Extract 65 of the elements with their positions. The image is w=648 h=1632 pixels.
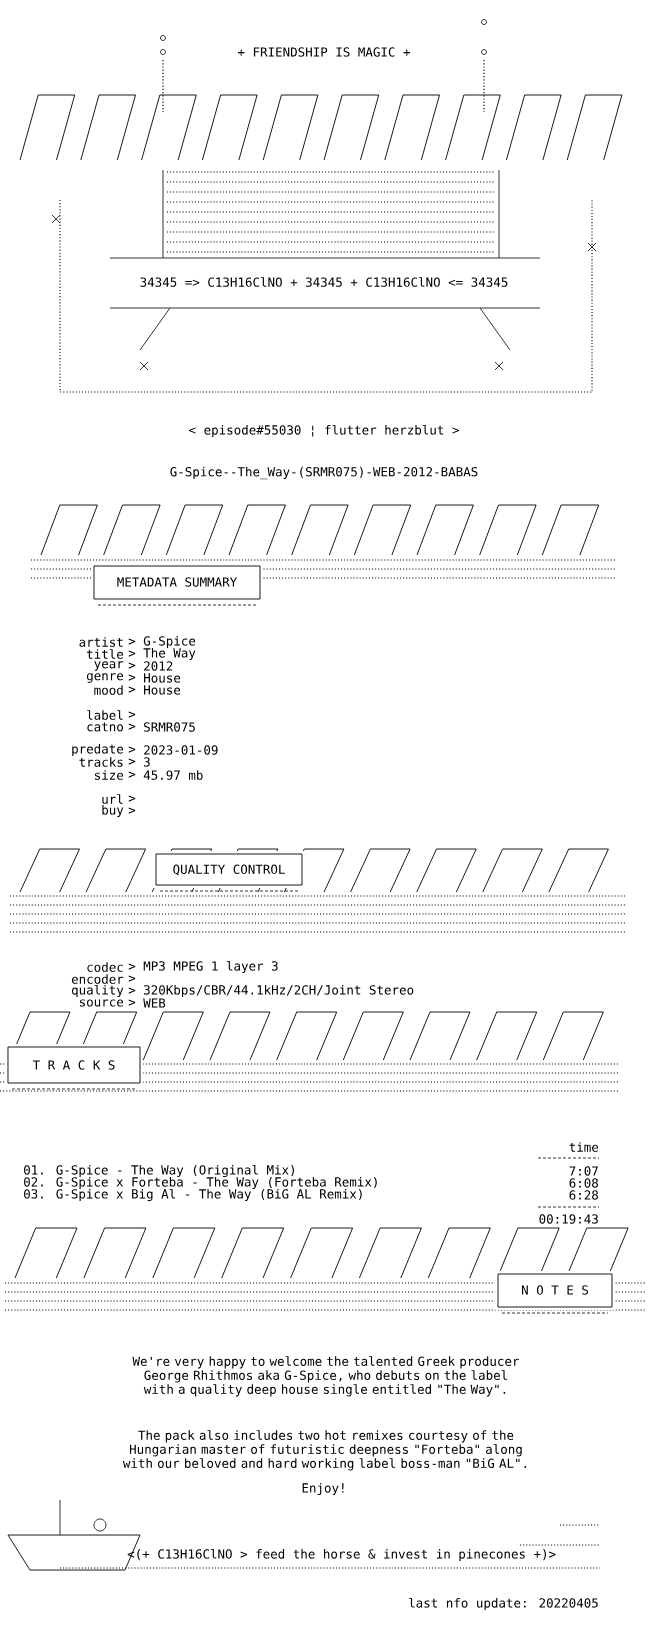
field-name: title [86, 649, 124, 659]
episode-line: < episode#55030 ¦ flutter herzblut > [189, 424, 459, 438]
field-separator: > [128, 771, 136, 778]
update-note: last nfo update: 20220405 [409, 1597, 598, 1611]
field-name: label [87, 710, 123, 720]
track-time: 7:07 [569, 1166, 598, 1176]
field-name: mood [94, 685, 123, 695]
field-separator: > [128, 686, 136, 693]
track-title: 01. G-Spice - The Way (Original Mix) [24, 1164, 294, 1178]
field-name: buy [102, 804, 124, 818]
field-separator: > [128, 746, 136, 753]
field-value: 320Kbps/CBR/44.1kHz/2CH/Joint Stereo [144, 984, 414, 998]
field-value: 2012 [144, 661, 173, 671]
field-name: catno [87, 722, 123, 732]
field-value: G-Spice [143, 635, 196, 649]
formula-line: 34345 => C13H16ClNO + 34345 + C13H16ClNO <= 34345 [140, 277, 508, 287]
section-heading: QUALITY CONTROL [173, 864, 285, 876]
field-value: The Way [143, 647, 196, 661]
field-value: 3 [144, 757, 150, 767]
field-separator: > [128, 795, 136, 802]
field-separator: > [128, 723, 136, 730]
notes-paragraph: We're very happy to welcome the talented Greek producer George Rhithmos aka G-Spice, who debuts on the label with a quality deep house single entitled "The Way". [132, 1356, 519, 1397]
field-name: artist [79, 637, 123, 647]
closing-note: Enjoy! [302, 1482, 344, 1496]
field-name: size [95, 770, 124, 780]
section-heading: N O T E S [522, 1285, 589, 1295]
column-heading: time [569, 1142, 599, 1152]
field-value: WEB [143, 998, 166, 1008]
field-value: 2023-01-09 [144, 745, 218, 755]
track-title: 03. G-Spice x Big Al - The Way (BiG AL Remix) [24, 1188, 362, 1202]
field-value: MP3 MPEG 1 layer 3 [143, 960, 278, 974]
field-separator: > [128, 963, 136, 970]
field-separator: > [128, 807, 136, 814]
field-name: codec [87, 962, 123, 972]
total-time: 00:19:43 [539, 1214, 598, 1224]
field-name: source [79, 999, 124, 1007]
field-name: encoder [71, 974, 124, 984]
field-value: 45.97 mb [143, 770, 203, 780]
field-separator: > [128, 638, 136, 645]
field-name: quality [71, 984, 124, 998]
release-name: G-Spice--The_Way-(SRMR075)-WEB-2012-BABAS [170, 466, 478, 480]
field-separator: > [128, 674, 136, 681]
track-title: 02. G-Spice x Forteba - The Way (Forteba Remix) [24, 1176, 377, 1190]
field-value: House [144, 673, 181, 683]
footer-line: <(+ C13H16ClNO > feed the horse & invest in pinecones +)> [127, 1548, 556, 1562]
section-heading: METADATA SUMMARY [117, 577, 237, 587]
field-name: url [102, 794, 123, 804]
track-time: 6:08 [569, 1178, 598, 1188]
field-value: SRMR075 [144, 722, 195, 732]
field-separator: > [128, 975, 136, 982]
field-separator: > [128, 650, 136, 657]
field-name: year [94, 661, 124, 671]
field-separator: > [128, 711, 136, 718]
field-name: tracks [79, 757, 123, 767]
track-time: 6:28 [569, 1190, 598, 1200]
title-text: + FRIENDSHIP IS MAGIC + [238, 47, 410, 57]
notes-paragraph: The pack also includes two hot remixes courtesy of the Hungarian master of futuristic deepness "Forteba" along with our beloved and hard working label boss-man "BiG AL". [122, 1430, 527, 1471]
field-separator: > [128, 987, 136, 994]
field-separator: > [128, 758, 136, 765]
field-name: predate [72, 743, 124, 757]
field-separator: > [128, 999, 136, 1006]
field-value: House [144, 685, 181, 695]
field-name: genre [86, 673, 124, 683]
field-separator: > [128, 662, 136, 669]
section-heading: T R A C K S [32, 1060, 115, 1070]
